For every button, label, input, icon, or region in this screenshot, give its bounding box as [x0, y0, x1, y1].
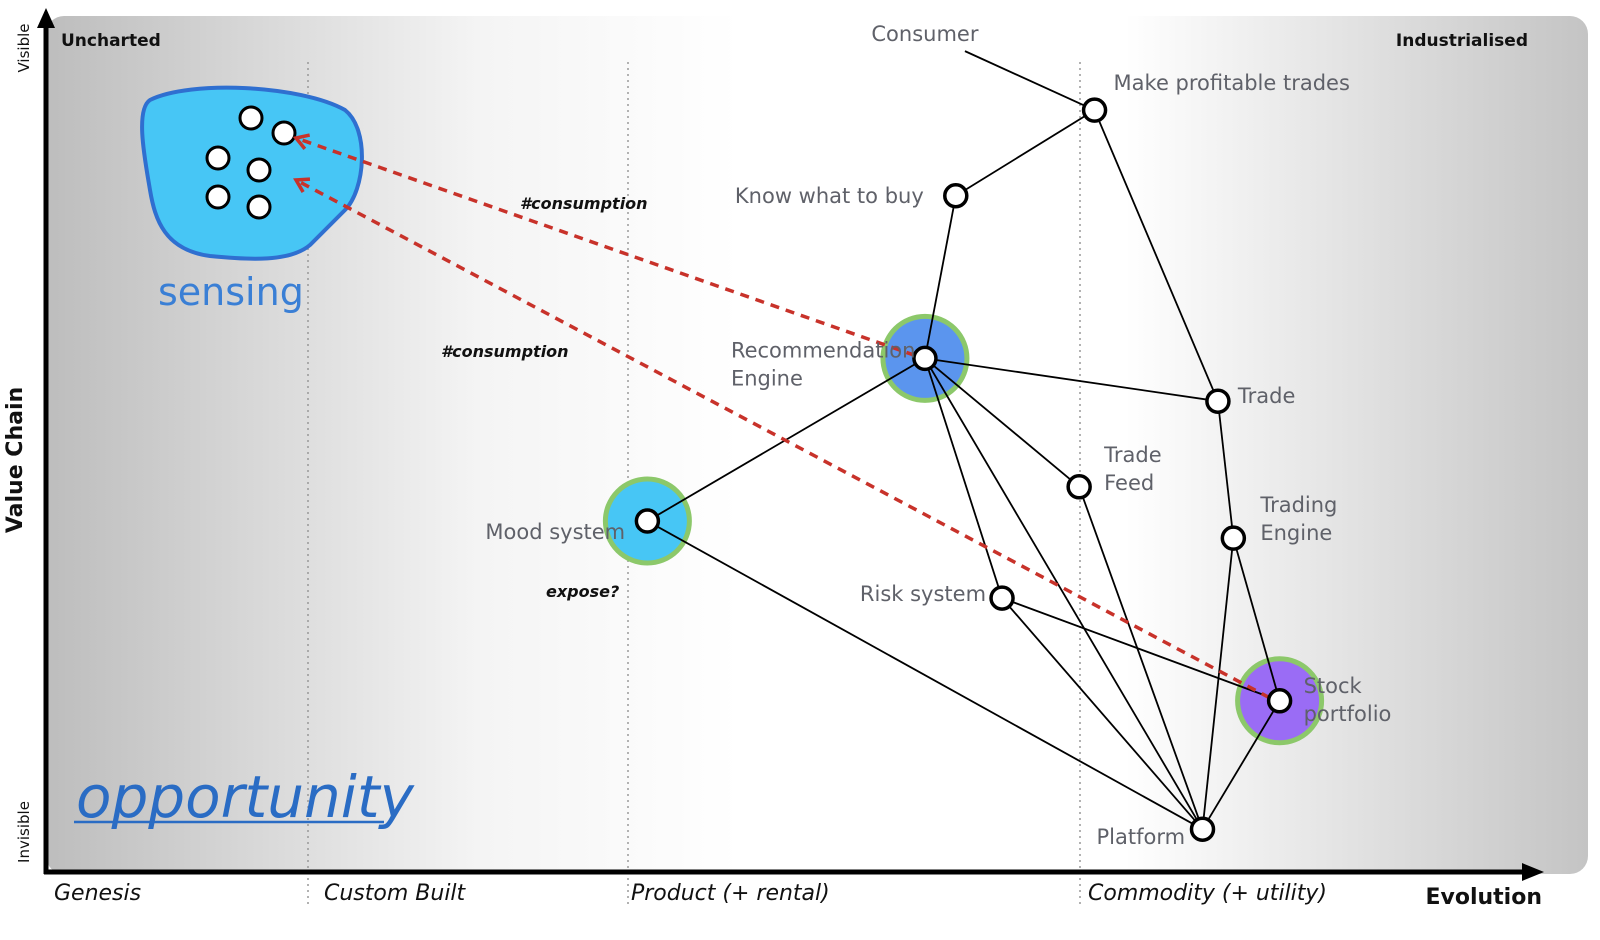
component-node-tradingengine[interactable]: [1220, 525, 1247, 551]
link-risk-portfolio: [1001, 597, 1280, 702]
link-rec-trade: [924, 357, 1219, 403]
sensing-dot: [238, 105, 264, 131]
sensing-dot: [246, 194, 272, 220]
link-tradingengine-platform: [1201, 538, 1235, 830]
arrowhead-icon: [293, 177, 311, 193]
component-node-risk[interactable]: [989, 585, 1015, 611]
annotation-consumption-1: #consumption: [520, 194, 648, 213]
sensing-dot: [246, 157, 272, 183]
sensing-label: sensing: [158, 270, 304, 314]
link-profitable-knowbuy: [955, 109, 1096, 197]
link-portfolio-platform: [1201, 700, 1281, 830]
component-node-knowbuy[interactable]: [943, 183, 969, 209]
stage-commodity: Commodity (+ utility): [1088, 881, 1327, 906]
component-node-tradefeed[interactable]: [1066, 474, 1092, 500]
component-label-knowbuy: Know what to buy: [735, 184, 924, 208]
map-background: [46, 16, 1588, 874]
y-axis-visible: Visible: [15, 24, 33, 73]
link-tradingengine-portfolio: [1232, 537, 1281, 702]
component-node-profitable[interactable]: [1081, 97, 1108, 123]
component-node-trade[interactable]: [1205, 388, 1231, 414]
corner-uncharted: Uncharted: [61, 31, 161, 51]
sensing-dot: [205, 145, 231, 171]
annotation-consumption-2: #consumption: [441, 342, 569, 361]
x-axis-label: Evolution: [1425, 885, 1542, 910]
component-label-risk: Risk system: [860, 582, 986, 606]
stage-genesis: Genesis: [54, 881, 141, 906]
link-profitable-trade: [1093, 109, 1219, 402]
component-node-mood[interactable]: [634, 508, 661, 534]
arrowhead-icon: [292, 133, 311, 150]
link-rec-tradefeed: [924, 357, 1080, 488]
component-label-trade: Trade: [1237, 384, 1296, 408]
link-rec-platform: [924, 357, 1204, 830]
link-consumer-profitable: [964, 50, 1095, 111]
link-risk-platform: [1001, 597, 1204, 830]
link-knowbuy-rec: [924, 195, 957, 359]
y-axis-invisible: Invisible: [15, 801, 33, 863]
y-axis-arrow-icon: [37, 8, 55, 28]
sensing-dots: [205, 105, 297, 220]
link-mood-platform: [646, 520, 1203, 830]
y-axis-label: Value Chain: [3, 387, 28, 533]
stage-product: Product (+ rental): [631, 881, 830, 906]
component-node-rec[interactable]: [912, 345, 938, 372]
annotation-expose: expose?: [546, 582, 619, 601]
x-axis-arrow-icon: [1522, 863, 1544, 881]
component-label-profitable: Make profitable trades: [1114, 71, 1350, 95]
component-node-portfolio[interactable]: [1266, 688, 1293, 714]
component-node-platform[interactable]: [1189, 816, 1216, 842]
component-label-consumer: Consumer: [871, 22, 978, 46]
movement-arrow: [295, 136, 916, 358]
component-label-platform: Platform: [1097, 825, 1186, 849]
link-tradefeed-platform: [1078, 486, 1204, 830]
corner-industrialised: Industrialised: [1396, 31, 1528, 51]
opportunity-label[interactable]: opportunity: [76, 763, 415, 831]
link-rec-risk: [924, 358, 1003, 599]
stage-custom: Custom Built: [324, 881, 467, 906]
sensing-dot: [271, 120, 297, 146]
sensing-dot: [205, 184, 231, 210]
movement-arrow: [295, 178, 1271, 700]
component-label-mood: Mood system: [485, 520, 625, 544]
link-trade-tradingengine: [1217, 401, 1235, 539]
